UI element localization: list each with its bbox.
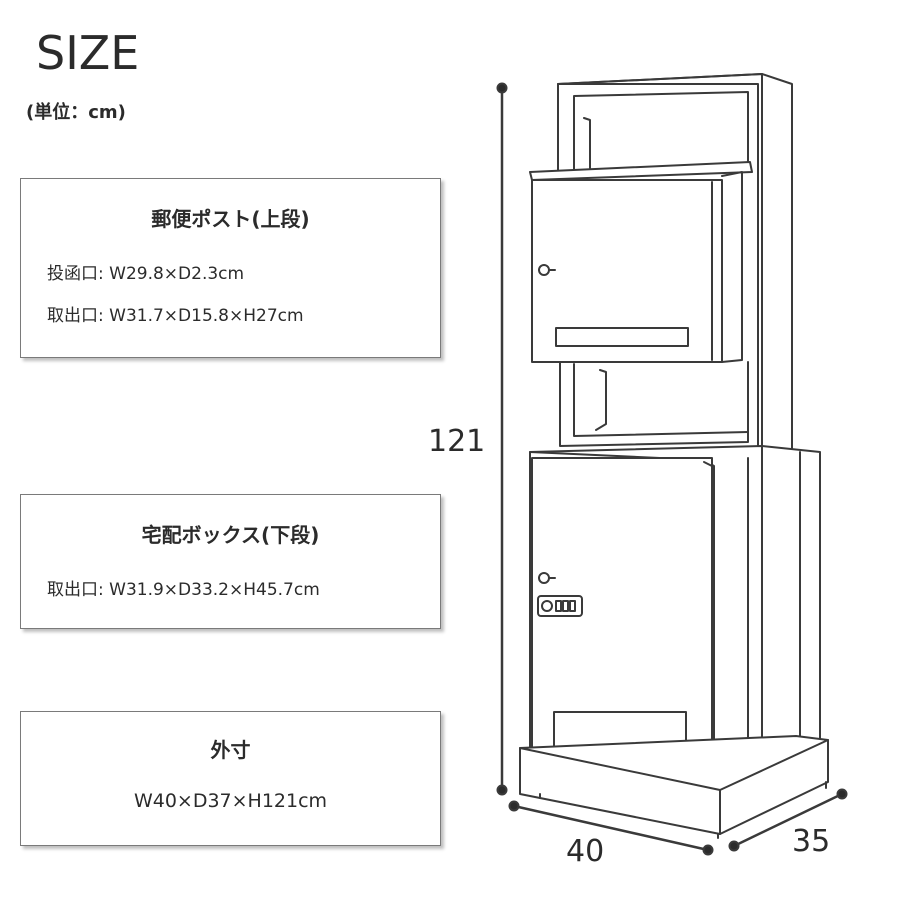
spec-label: 取出口 [47,306,98,326]
dimension-width-label: 40 [566,834,605,869]
upper-frame [557,73,793,457]
spec-value: W29.8×D2.3cm [109,264,245,284]
unit-label: (単位：cm) [26,102,126,123]
panel-outer-title: 外寸 [210,738,251,762]
spec-row-retrieval: 取出口: W31.7×D15.8×H27cm [47,301,304,326]
base-plinth [519,735,829,839]
dimension-depth-label: 35 [792,824,831,859]
dimension-lines [496,82,848,856]
spec-row-slot: 投函口: W29.8×D2.3cm [47,259,244,284]
dimension-height-label: 121 [428,424,486,459]
panel-lower-title: 宅配ボックス(下段) [141,523,320,547]
delivery-box-body [529,445,821,781]
panel-upper-post: 郵便ポスト(上段) 投函口: W29.8×D2.3cm 取出口: W31.7×D… [20,178,441,358]
spec-value: W31.7×D15.8×H27cm [109,306,304,326]
spec-sep: : [98,264,104,284]
middle-frame [559,361,749,447]
spec-sep: : [98,306,104,326]
page-title: SIZE [36,26,140,80]
spec-value: W31.9×D33.2×H45.7cm [109,580,320,600]
spec-row-retrieval: 取出口: W31.9×D33.2×H45.7cm [47,575,320,600]
panel-upper-title: 郵便ポスト(上段) [151,207,310,231]
spec-label: 取出口 [47,580,98,600]
mail-post-box [529,161,753,363]
panel-outer-size: 外寸 W40×D37×H121cm [20,711,441,846]
panel-lower-delivery-box: 宅配ボックス(下段) 取出口: W31.9×D33.2×H45.7cm [20,494,441,629]
spec-sep: : [98,580,104,600]
spec-label: 投函口 [47,264,98,284]
outer-size-value: W40×D37×H121cm [133,790,328,812]
